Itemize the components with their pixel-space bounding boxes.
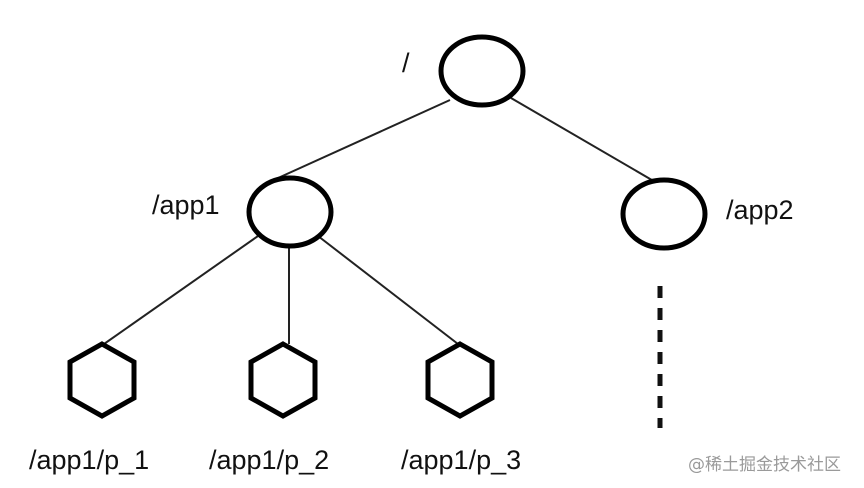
edge-root-app2	[510, 97, 658, 184]
node-p2	[248, 341, 318, 419]
edge-app1-p1	[103, 235, 259, 345]
label-p2: /app1/p_2	[209, 445, 329, 475]
watermark-text: @稀土掘金技术社区	[688, 455, 841, 475]
node-app2	[620, 177, 708, 251]
edge-app1-p3	[317, 235, 459, 345]
node-p3	[425, 341, 495, 419]
node-p1	[67, 341, 137, 419]
label-root: /	[402, 48, 410, 78]
node-root	[438, 34, 526, 108]
label-p1: /app1/p_1	[29, 445, 149, 475]
edge-root-app1	[266, 99, 451, 184]
node-app1	[246, 175, 334, 249]
label-p3: /app1/p_3	[401, 445, 521, 475]
label-app1: /app1	[152, 190, 220, 220]
label-app2: /app2	[726, 195, 794, 225]
